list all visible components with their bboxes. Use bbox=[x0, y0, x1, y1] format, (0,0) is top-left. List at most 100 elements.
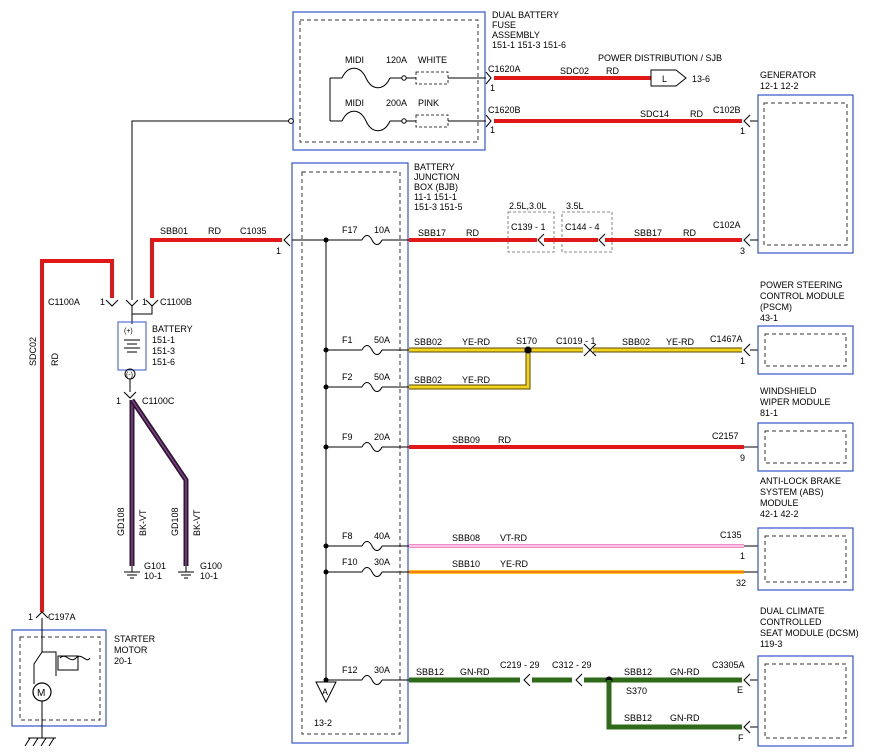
c219-label: C219 - 29 bbox=[500, 660, 540, 670]
c1100c-pin: 1 bbox=[116, 396, 121, 406]
dcsm-circuit: SBB12 GN-RD C219 - 29 C312 - 29 S370 SBB… bbox=[409, 606, 859, 747]
wire-sbb12-f bbox=[606, 680, 742, 730]
wiper-title-2: WIPER MODULE bbox=[760, 397, 831, 407]
g101-label: G101 bbox=[144, 561, 166, 571]
starter-feed: SDC02 RD 1 C197A bbox=[28, 259, 119, 622]
fuse-icon bbox=[361, 541, 383, 551]
g101-ref: 10-1 bbox=[144, 571, 162, 581]
c1620b-pin: 1 bbox=[490, 125, 495, 135]
wire-sbb02-f2 bbox=[409, 352, 530, 389]
fuse-rating: 50A bbox=[374, 372, 390, 382]
wiper-circuit: SBB09 RD C2157 9 WINDSHIELD WIPER MODULE… bbox=[409, 386, 854, 472]
fuse-assembly-title-2: FUSE bbox=[492, 20, 516, 30]
fuse-id: F1 bbox=[342, 335, 353, 345]
g100-ref: 10-1 bbox=[200, 571, 218, 581]
battery: C1100A 1 C1100B 1 (+) (-) BATTERY 151-1 … bbox=[48, 120, 289, 406]
starter-box bbox=[11, 629, 107, 727]
gd108-color-1: BK-VT bbox=[138, 509, 148, 536]
sbb09-color: RD bbox=[498, 435, 511, 445]
power-dist-offpage bbox=[650, 69, 687, 87]
sbb17-color-2: RD bbox=[683, 228, 696, 238]
starter-motor: STARTER MOTOR 20-1 M bbox=[11, 618, 156, 747]
abs-title-2: SYSTEM (ABS) bbox=[760, 487, 824, 497]
battery-refs-3: 151-6 bbox=[152, 357, 175, 367]
generator-title: GENERATOR bbox=[760, 70, 817, 80]
wiper-title-1: WINDSHIELD bbox=[760, 386, 817, 396]
fuse-assembly-inner-box bbox=[299, 19, 479, 143]
sbb02-circuit-b: SBB02 bbox=[622, 337, 650, 347]
bjb-refs-1: 11-1 151-1 bbox=[414, 192, 457, 202]
power-dist-ref: 13-6 bbox=[692, 74, 710, 84]
sbb17-circuit: SBB17 bbox=[418, 228, 446, 238]
c1100a-label: C1100A bbox=[48, 297, 80, 307]
pscm-box bbox=[757, 325, 854, 375]
sbb01-color: RD bbox=[208, 226, 221, 236]
engine-box-2 bbox=[561, 211, 613, 253]
sdc14-color: RD bbox=[690, 109, 703, 119]
fuse-icon bbox=[361, 235, 383, 245]
midi-label-2: MIDI bbox=[345, 98, 364, 108]
sbb08-circuit: SBB08 bbox=[452, 533, 480, 543]
power-distribution-circuit: C1620A 1 SDC02 RD POWER DISTRIBUTION / S… bbox=[485, 53, 722, 93]
sbb12-circuit-b: SBB12 bbox=[624, 667, 652, 677]
dcsm-ref: 119-3 bbox=[760, 639, 782, 649]
fuse-id: F10 bbox=[342, 557, 358, 567]
c197a-label: C197A bbox=[48, 612, 76, 622]
pscm-ref: 43-1 bbox=[760, 313, 778, 323]
engine-box-1 bbox=[507, 211, 555, 253]
midi-color-1: WHITE bbox=[418, 55, 447, 65]
c1100c-label: C1100C bbox=[142, 396, 175, 406]
battery-refs-2: 151-3 bbox=[152, 346, 175, 356]
bjb-title-2: JUNCTION bbox=[414, 172, 460, 182]
battery-feed: SBB01 RD C1035 1 bbox=[150, 226, 326, 298]
c1100b-pin: 1 bbox=[142, 297, 147, 307]
sbb10-color: YE-RD bbox=[500, 559, 529, 569]
c1035-pin: 1 bbox=[276, 246, 281, 256]
fuse-rating: 40A bbox=[374, 531, 390, 541]
c102b-pin: 1 bbox=[740, 126, 745, 136]
battery-box bbox=[117, 321, 147, 371]
sbb12-color-a: GN-RD bbox=[460, 667, 490, 677]
sbb01-circuit: SBB01 bbox=[160, 226, 188, 236]
c102b-label: C102B bbox=[713, 105, 741, 115]
starter-title-2: MOTOR bbox=[114, 645, 148, 655]
sbb12-color-b: GN-RD bbox=[670, 667, 700, 677]
sbb09-circuit: SBB09 bbox=[452, 435, 480, 445]
bjb-box bbox=[291, 162, 409, 744]
battery-refs-1: 151-1 bbox=[152, 335, 175, 345]
c135-pin-a: 1 bbox=[740, 551, 745, 561]
s170-label: S170 bbox=[516, 336, 537, 346]
fuse-icon bbox=[361, 382, 383, 392]
abs-circuit: SBB08 VT-RD SBB10 YE-RD C135 1 32 ANTI-L… bbox=[409, 476, 854, 591]
gd108-circuit-2: GD108 bbox=[170, 507, 180, 536]
generator-circuit: C1620B 1 SDC14 RD C102B 1 GENERATOR 12-1… bbox=[485, 70, 854, 256]
fuse-assembly-title-1: DUAL BATTERY bbox=[492, 10, 559, 20]
c135-label: C135 bbox=[720, 530, 742, 540]
sbb12-circuit-a: SBB12 bbox=[416, 667, 444, 677]
sbb12-circuit-c: SBB12 bbox=[624, 713, 652, 723]
c1100b-label: C1100B bbox=[160, 297, 192, 307]
c2157-label: C2157 bbox=[712, 431, 739, 441]
sdc02-starter-color: RD bbox=[50, 353, 60, 366]
abs-box bbox=[757, 527, 854, 591]
wire-sdc02-starter bbox=[40, 259, 114, 612]
fuse-rating: 30A bbox=[374, 557, 390, 567]
starter-ref: 20-1 bbox=[114, 656, 132, 666]
c1019-label: C1019 - 1 bbox=[556, 336, 596, 346]
abs-title-1: ANTI-LOCK BRAKE bbox=[760, 476, 841, 486]
bjb-title-3: BOX (BJB) bbox=[414, 182, 458, 192]
pscm-circuit: SBB02 YE-RD S170 C1019 - 1 SBB02 YE-RD C… bbox=[409, 280, 854, 390]
c1467a-pin: 1 bbox=[740, 356, 745, 366]
sbb02-circuit-f2: SBB02 bbox=[414, 375, 442, 385]
c3305a-pin-e: E bbox=[737, 685, 743, 695]
fuse-assembly-box bbox=[292, 11, 486, 151]
g100-label: G100 bbox=[200, 561, 222, 571]
sbb02-color-a: YE-RD bbox=[462, 337, 491, 347]
c312-label: C312 - 29 bbox=[552, 660, 592, 670]
